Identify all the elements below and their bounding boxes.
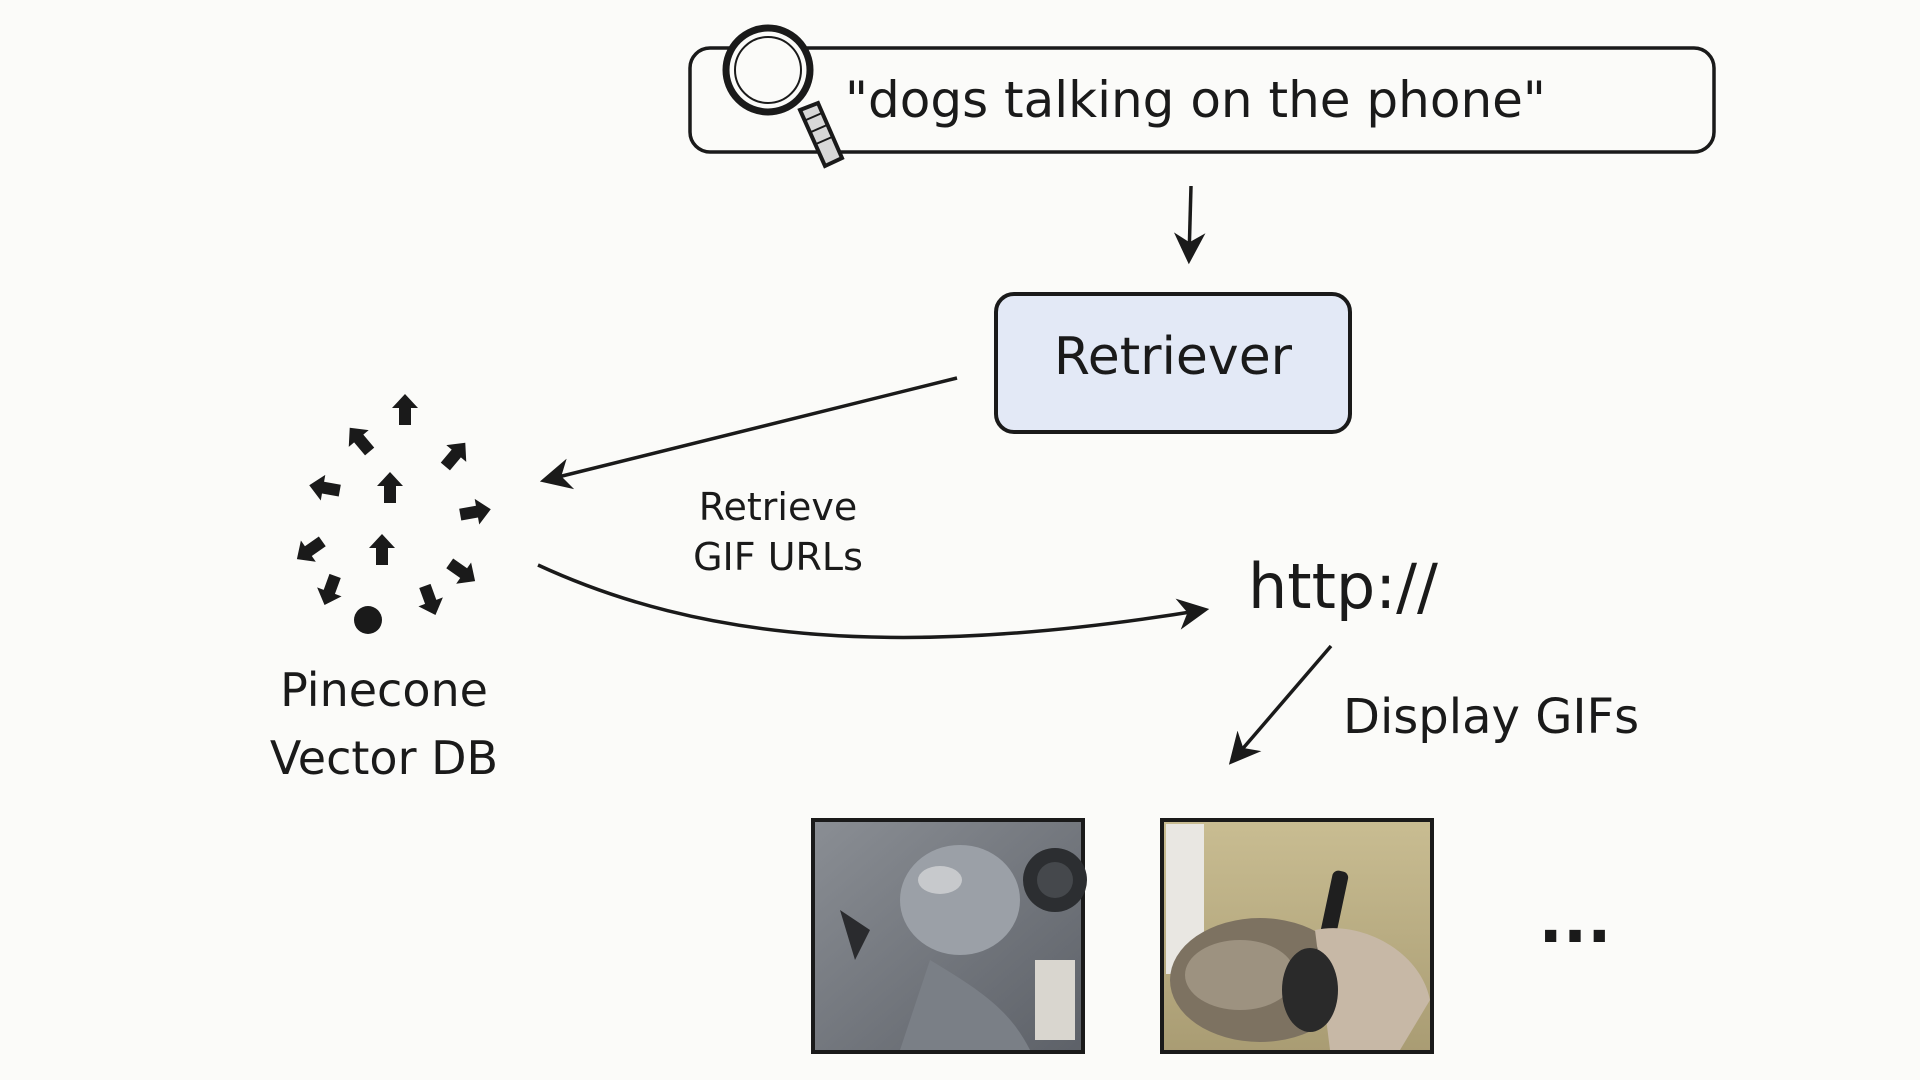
dog-on-phone-image-2 xyxy=(1166,824,1430,1050)
pinecone-logo xyxy=(289,394,494,634)
gif-thumbnail-2[interactable] xyxy=(1160,818,1434,1054)
dog-on-phone-image-1 xyxy=(840,845,1087,1050)
retrieve-label-line1: Retrieve xyxy=(699,485,857,529)
url-text: http:// xyxy=(1248,550,1438,623)
retriever-label: Retriever xyxy=(1054,327,1293,387)
more-results-ellipsis: ... xyxy=(1539,884,1612,958)
arrow-db-to-url xyxy=(537,563,1210,640)
search-query: "dogs talking on the phone" xyxy=(845,71,1546,129)
retrieve-label-line2: GIF URLs xyxy=(693,535,863,579)
arrow-search-to-retriever xyxy=(1173,185,1206,265)
arrow-retriever-to-db xyxy=(539,376,958,490)
display-gifs-label: Display GIFs xyxy=(1343,689,1639,745)
magnifier-icon xyxy=(722,24,845,169)
db-label-line1: Pinecone xyxy=(280,663,488,717)
gif-thumbnail-1[interactable] xyxy=(811,818,1087,1054)
search-box[interactable]: "dogs talking on the phone" xyxy=(688,46,1716,154)
arrow-url-to-gifs xyxy=(1228,644,1333,765)
db-label-line2: Vector DB xyxy=(270,731,498,785)
retriever-node[interactable]: Retriever xyxy=(994,292,1352,434)
